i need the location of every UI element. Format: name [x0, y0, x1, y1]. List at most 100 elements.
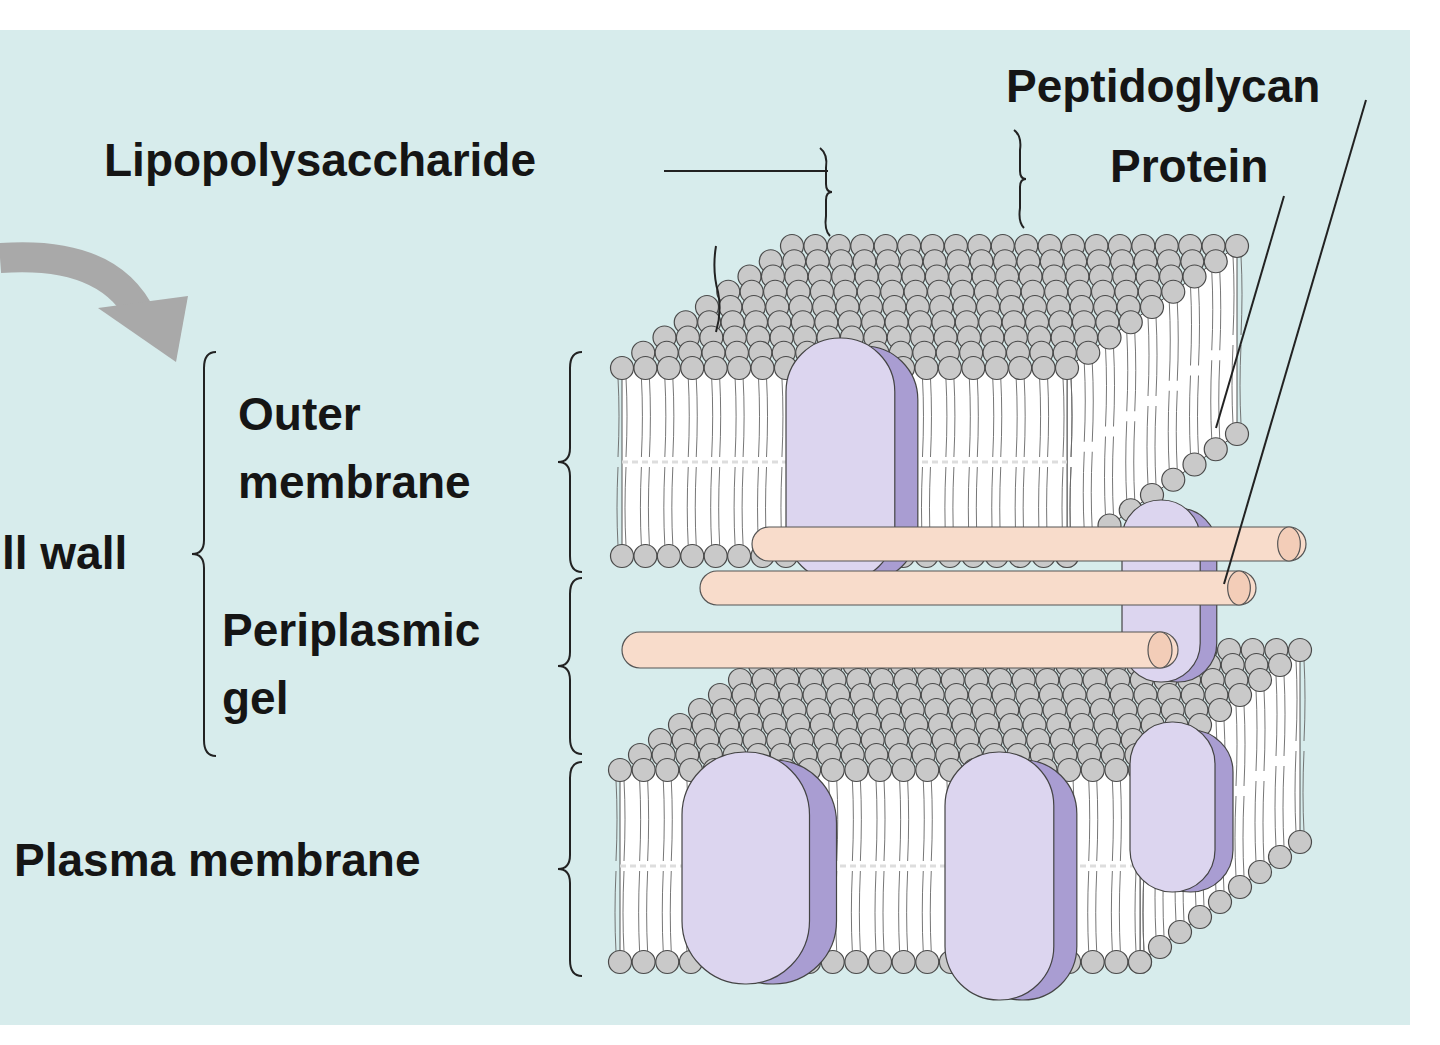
lipid-tail	[1083, 363, 1085, 531]
part-label: Outer membrane	[238, 380, 558, 516]
lipid-tail	[1176, 302, 1178, 470]
phospholipid-head	[1105, 951, 1128, 974]
phospholipid-head	[1226, 235, 1249, 258]
strand-end	[1148, 632, 1172, 668]
lipid-tail	[1303, 660, 1305, 832]
phospholipid-head	[751, 357, 774, 380]
phospholipid-head	[845, 759, 868, 782]
lipid-tail	[1126, 332, 1128, 500]
lipid-tail	[1113, 348, 1115, 516]
lipid-tail	[648, 378, 650, 546]
phospholipid-head	[1056, 357, 1079, 380]
lipid-tail	[1283, 675, 1285, 847]
peptidoglycan-strand	[700, 571, 1256, 605]
phospholipid-head	[657, 357, 680, 380]
lipid-tail	[968, 378, 970, 546]
phospholipid-head	[1162, 468, 1185, 491]
phospholipid-head	[1129, 951, 1152, 974]
lipid-tail	[719, 378, 721, 546]
phospholipid-head	[1249, 861, 1272, 884]
part-label: Protein	[1110, 132, 1268, 200]
lipid-tail	[1275, 675, 1277, 847]
membrane-art	[609, 235, 1312, 1001]
phospholipid-head	[1141, 296, 1164, 319]
pointer-arrow-head	[98, 296, 188, 362]
outer-membrane-brace	[558, 352, 582, 572]
phospholipid-head	[892, 759, 915, 782]
phospholipid-head	[821, 759, 844, 782]
lipid-tail	[1235, 705, 1237, 877]
phospholipid-head	[1269, 654, 1292, 677]
phospholipid-head	[916, 951, 939, 974]
leader-line	[664, 170, 828, 172]
peptidoglycan-brace	[1014, 130, 1026, 228]
phospholipid-head	[728, 357, 751, 380]
phospholipid-head	[1229, 876, 1252, 899]
membrane-protein	[1130, 722, 1215, 892]
phospholipid-head	[892, 951, 915, 974]
periplasm-brace	[558, 578, 582, 754]
lipid-tail	[1096, 780, 1098, 952]
phospholipid-head	[1081, 759, 1104, 782]
phospholipid-head	[1189, 906, 1212, 929]
phospholipid-head	[1209, 891, 1232, 914]
lipid-tail	[1295, 660, 1297, 832]
phospholipid-head	[1249, 669, 1272, 692]
phospholipid-head	[1209, 699, 1232, 722]
lipid-tail	[617, 378, 619, 546]
phospholipid-head	[1009, 357, 1032, 380]
phospholipid-head	[1098, 326, 1121, 349]
phospholipid-head	[656, 951, 679, 974]
phospholipid-head	[1081, 951, 1104, 974]
phospholipid-head	[962, 357, 985, 380]
phospholipid-head	[1105, 759, 1128, 782]
lipid-tail	[1039, 378, 1041, 546]
phospholipid-head	[611, 545, 634, 568]
membrane-protein	[682, 752, 810, 984]
peptidoglycan-strand	[622, 632, 1178, 668]
part-label: Lipopolysaccharide	[104, 126, 536, 194]
phospholipid-head	[1119, 311, 1142, 334]
part-label: Peptidoglycan	[1006, 52, 1320, 120]
lipid-tail	[1105, 348, 1107, 516]
phospholipid-head	[1229, 684, 1252, 707]
phospholipid-head	[681, 357, 704, 380]
phospholipid-head	[1289, 831, 1312, 854]
phospholipid-head	[1226, 423, 1249, 446]
phospholipid-head	[728, 545, 751, 568]
part-label: Periplasmic gel	[222, 596, 557, 732]
phospholipid-head	[1183, 453, 1206, 476]
phospholipid-head	[1129, 951, 1152, 974]
phospholipid-head	[632, 759, 655, 782]
phospholipid-head	[845, 951, 868, 974]
phospholipid-head	[1032, 357, 1055, 380]
phospholipid-head	[869, 951, 892, 974]
phospholipid-head	[938, 357, 961, 380]
phospholipid-head	[1169, 921, 1192, 944]
phospholipid-head	[656, 759, 679, 782]
phospholipid-head	[704, 545, 727, 568]
phospholipid-head	[916, 759, 939, 782]
lipid-tail	[1070, 378, 1072, 546]
lipid-tail	[1211, 271, 1213, 439]
part-label: Plasma membrane	[14, 826, 421, 894]
phospholipid-head	[1289, 639, 1312, 662]
phospholipid-head	[1162, 280, 1185, 303]
leader-line	[714, 246, 719, 332]
cell-wall-brace	[192, 352, 216, 756]
lipid-tail	[1263, 690, 1265, 862]
part-label: ll wall	[2, 519, 127, 587]
phospholipid-head	[915, 357, 938, 380]
phospholipid-head	[1183, 265, 1206, 288]
phospholipid-head	[634, 545, 657, 568]
phospholipid-head	[681, 545, 704, 568]
lipid-tail	[1070, 378, 1072, 546]
phospholipid-head	[632, 951, 655, 974]
lipid-tail	[647, 780, 649, 952]
lipid-tail	[1243, 705, 1245, 877]
plasma-membrane-brace	[558, 762, 582, 976]
lipid-tail	[1168, 302, 1170, 470]
strand-end	[1278, 527, 1301, 561]
